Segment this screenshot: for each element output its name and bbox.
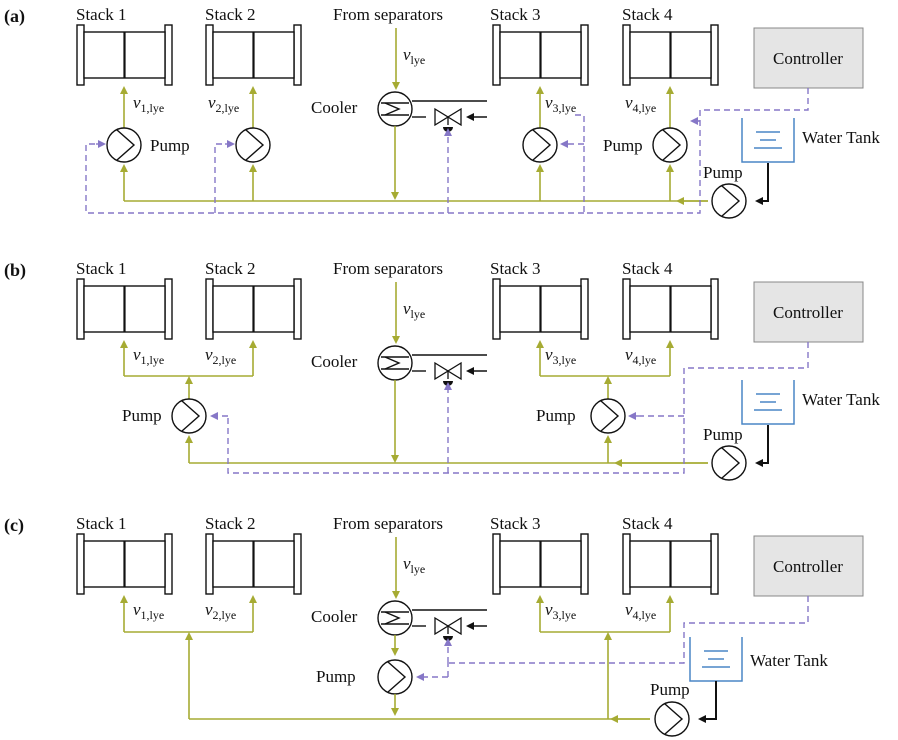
stack-icon <box>491 23 590 87</box>
panel-b: (b) Stack 1 Stack 2 From separators Stac… <box>4 259 880 481</box>
cooler-icon <box>377 600 413 636</box>
controller-box <box>753 535 864 597</box>
stack-2-label: Stack 2 <box>205 514 256 533</box>
from-separators-label: From separators <box>333 5 443 24</box>
stack-icon <box>204 532 303 596</box>
v3-label: v3,lye <box>545 600 576 622</box>
pump-tank-label: Pump <box>703 425 743 444</box>
from-separators-label: From separators <box>333 259 443 278</box>
pump-icon <box>377 659 413 695</box>
stack-1-label: Stack 1 <box>76 514 127 533</box>
pump-label: Pump <box>150 136 190 155</box>
controller-label: Controller <box>773 303 843 322</box>
stack-3-label: Stack 3 <box>490 259 541 278</box>
stack-icon <box>491 532 590 596</box>
controller-label: Controller <box>773 49 843 68</box>
v3-label: v3,lye <box>545 93 576 115</box>
stack-1-label: Stack 1 <box>76 259 127 278</box>
stack-1-label: Stack 1 <box>76 5 127 24</box>
valve-icon <box>434 617 462 642</box>
pump-icon <box>711 445 747 481</box>
controller-box <box>753 27 864 89</box>
pump-label: Pump <box>122 406 162 425</box>
cooler-label: Cooler <box>311 352 358 371</box>
v-lye-label: vlye <box>403 554 425 576</box>
stack-icon <box>621 23 720 87</box>
pump-icon <box>235 127 271 163</box>
pump-label: Pump <box>536 406 576 425</box>
stack-4-label: Stack 4 <box>622 514 673 533</box>
stack-icon <box>75 532 174 596</box>
water-tank-icon <box>741 379 795 425</box>
panel-label: (c) <box>4 515 24 536</box>
pump-label: Pump <box>316 667 356 686</box>
v-lye-label: vlye <box>403 45 425 67</box>
cooler-icon <box>377 345 413 381</box>
stack-icon <box>204 23 303 87</box>
v4-label: v4,lye <box>625 93 656 115</box>
pump-label: Pump <box>603 136 643 155</box>
water-tank-label: Water Tank <box>802 390 880 409</box>
pump-icon <box>652 127 688 163</box>
valve-icon <box>434 362 462 387</box>
v2-label: v2,lye <box>205 345 236 367</box>
pump-tank-label: Pump <box>703 163 743 182</box>
stack-3-label: Stack 3 <box>490 514 541 533</box>
v3-label: v3,lye <box>545 345 576 367</box>
panel-c: (c) Stack 1 Stack 2 From separators Stac… <box>4 514 864 737</box>
pump-icon <box>654 701 690 737</box>
v1-label: v1,lye <box>133 93 164 115</box>
water-tank-label: Water Tank <box>802 128 880 147</box>
v4-label: v4,lye <box>625 600 656 622</box>
cooler-label: Cooler <box>311 98 358 117</box>
stack-icon <box>491 277 590 341</box>
water-tank-icon <box>689 636 743 682</box>
stack-icon <box>621 277 720 341</box>
stack-icon <box>621 532 720 596</box>
pump-icon <box>106 127 142 163</box>
pump-icon <box>522 127 558 163</box>
water-tank-label: Water Tank <box>750 651 828 670</box>
stack-icon <box>75 23 174 87</box>
panel-a: (a) Stack 1 Stack 2 From separators Stac… <box>4 5 880 219</box>
v2-label: v2,lye <box>205 600 236 622</box>
v2-label: v2,lye <box>208 93 239 115</box>
pump-icon <box>711 183 747 219</box>
v1-label: v1,lye <box>133 345 164 367</box>
panel-label: (a) <box>4 6 25 27</box>
pump-icon <box>590 398 626 434</box>
controller-label: Controller <box>773 557 843 576</box>
stack-2-label: Stack 2 <box>205 5 256 24</box>
v1-label: v1,lye <box>133 600 164 622</box>
pump-icon <box>171 398 207 434</box>
from-separators-label: From separators <box>333 514 443 533</box>
stack-icon <box>204 277 303 341</box>
cooler-icon <box>377 91 413 127</box>
stack-icon <box>75 277 174 341</box>
stack-4-label: Stack 4 <box>622 259 673 278</box>
stack-4-label: Stack 4 <box>622 5 673 24</box>
stack-2-label: Stack 2 <box>205 259 256 278</box>
pump-tank-label: Pump <box>650 680 690 699</box>
water-tank-icon <box>741 117 795 163</box>
v-lye-label: vlye <box>403 299 425 321</box>
controller-box <box>753 281 864 343</box>
valve-icon <box>434 108 462 133</box>
stack-3-label: Stack 3 <box>490 5 541 24</box>
cooler-label: Cooler <box>311 607 358 626</box>
v4-label: v4,lye <box>625 345 656 367</box>
panel-label: (b) <box>4 260 26 281</box>
